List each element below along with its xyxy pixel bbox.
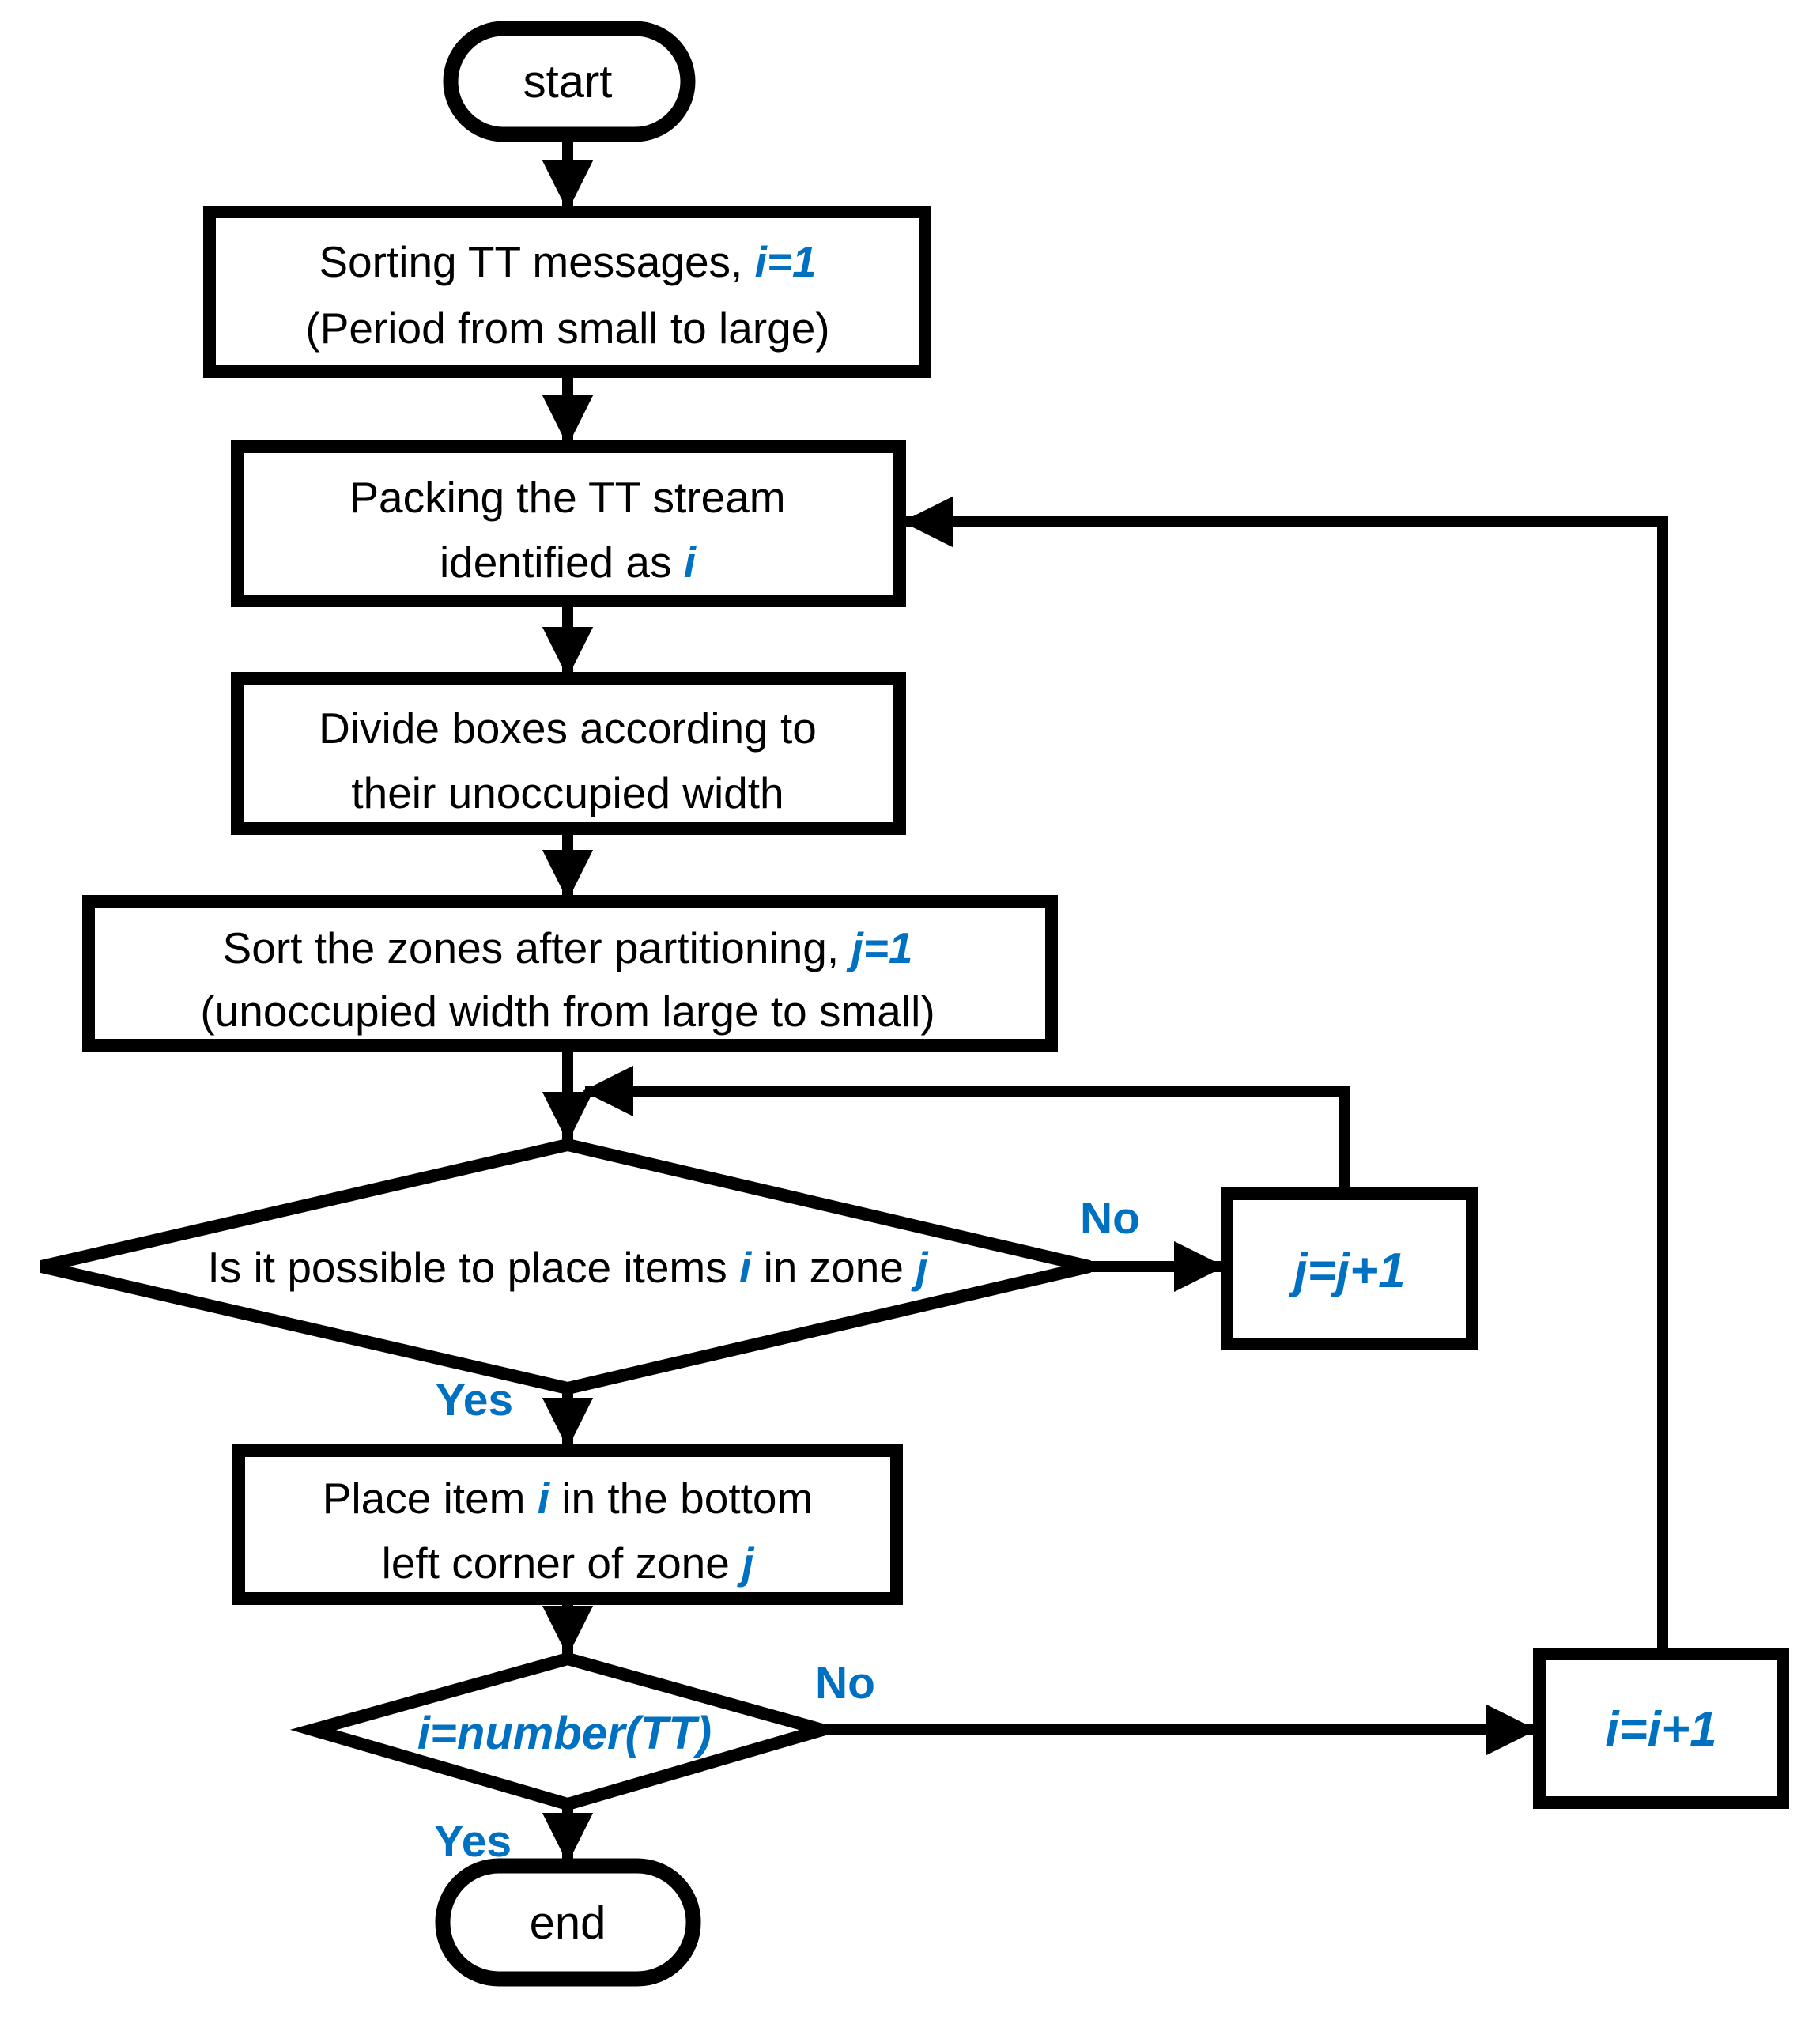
process-packing: Packing the TT stream identified as i — [231, 440, 906, 607]
text-segment: Sorting TT messages, — [319, 237, 754, 286]
process-increment-j: j=j+1 — [1221, 1187, 1478, 1350]
process-increment-i-label: i=i+1 — [1605, 1702, 1716, 1757]
edge-label-no-done: No — [815, 1658, 875, 1709]
end-shape — [435, 1858, 701, 1987]
process-divide-boxes-line2: their unoccupied width — [351, 768, 784, 817]
end-label: end — [530, 1897, 606, 1949]
process-place-item-line1: Place item i in the bottom — [323, 1474, 814, 1523]
decision-place-item: Is it possible to place items i in zone … — [40, 1138, 1091, 1395]
arrow-loop-j-back — [582, 1065, 1350, 1194]
process-sort-zones-line1: Sort the zones after partitioning, j=1 — [223, 923, 913, 972]
text-segment: Place item — [323, 1474, 538, 1523]
text-segment: Is it possible to place items — [208, 1243, 740, 1292]
text-segment: Sort the zones after partitioning, — [223, 923, 851, 972]
process-sort-messages-shape — [203, 206, 931, 378]
process-place-item: Place item i in the bottom left corner o… — [232, 1444, 903, 1605]
process-divide-boxes-shape — [231, 672, 906, 835]
var-i: i — [739, 1243, 753, 1292]
process-sort-messages: Sorting TT messages, i=1 (Period from sm… — [203, 206, 931, 378]
edge-label-yes-zone: Yes — [436, 1375, 513, 1425]
process-increment-i-shape — [1533, 1648, 1789, 1809]
process-packing-shape — [231, 440, 906, 607]
start-label: start — [523, 56, 613, 108]
decision-place-item-text: Is it possible to place items i in zone … — [208, 1243, 930, 1292]
process-sort-messages-line2: (Period from small to large) — [305, 304, 829, 353]
edge-labels: No Yes No Yes — [434, 1193, 1140, 1867]
var-j-equals-1: j=1 — [846, 923, 912, 972]
process-divide-boxes-line1: Divide boxes according to — [319, 704, 817, 753]
text-segment: in zone — [751, 1243, 916, 1292]
process-sort-zones: Sort the zones after partitioning, j=1 (… — [82, 895, 1058, 1052]
process-increment-j-shape — [1221, 1187, 1478, 1350]
end-terminator: end — [435, 1858, 701, 1987]
process-packing-line1: Packing the TT stream — [349, 473, 785, 522]
process-packing-line2: identified as i — [440, 538, 697, 587]
process-place-item-line2: left corner of zone j — [382, 1539, 756, 1588]
process-divide-boxes: Divide boxes according to their unoccupi… — [231, 672, 906, 835]
var-j: j — [911, 1243, 929, 1292]
text-segment: in the bottom — [549, 1474, 813, 1523]
decision-all-packed-shape — [289, 1652, 846, 1811]
edge-label-yes-done: Yes — [434, 1816, 512, 1867]
text-segment: identified as — [440, 538, 684, 587]
flow-arrows — [542, 134, 1668, 1864]
text-segment: left corner of zone — [382, 1539, 742, 1588]
var-i: i — [538, 1474, 551, 1523]
var-i-equals-1: i=1 — [755, 237, 817, 286]
var-i: i — [684, 538, 697, 587]
decision-all-packed-label: i=number(TT) — [417, 1708, 712, 1759]
var-j: j — [737, 1539, 755, 1588]
start-terminator: start — [443, 21, 696, 142]
decision-all-packed: i=number(TT) — [289, 1652, 846, 1811]
arrow-loop-i-back — [901, 496, 1668, 1654]
process-sort-zones-shape — [82, 895, 1058, 1052]
start-shape — [443, 21, 696, 142]
process-place-item-shape — [232, 1444, 903, 1605]
decision-place-item-shape — [40, 1138, 1091, 1395]
process-increment-j-label: j=j+1 — [1288, 1244, 1405, 1298]
process-sort-zones-line2: (unoccupied width from large to small) — [200, 987, 935, 1036]
process-sort-messages-line1: Sorting TT messages, i=1 — [319, 237, 816, 286]
process-increment-i: i=i+1 — [1533, 1648, 1789, 1809]
edge-label-no-zone: No — [1080, 1193, 1140, 1244]
